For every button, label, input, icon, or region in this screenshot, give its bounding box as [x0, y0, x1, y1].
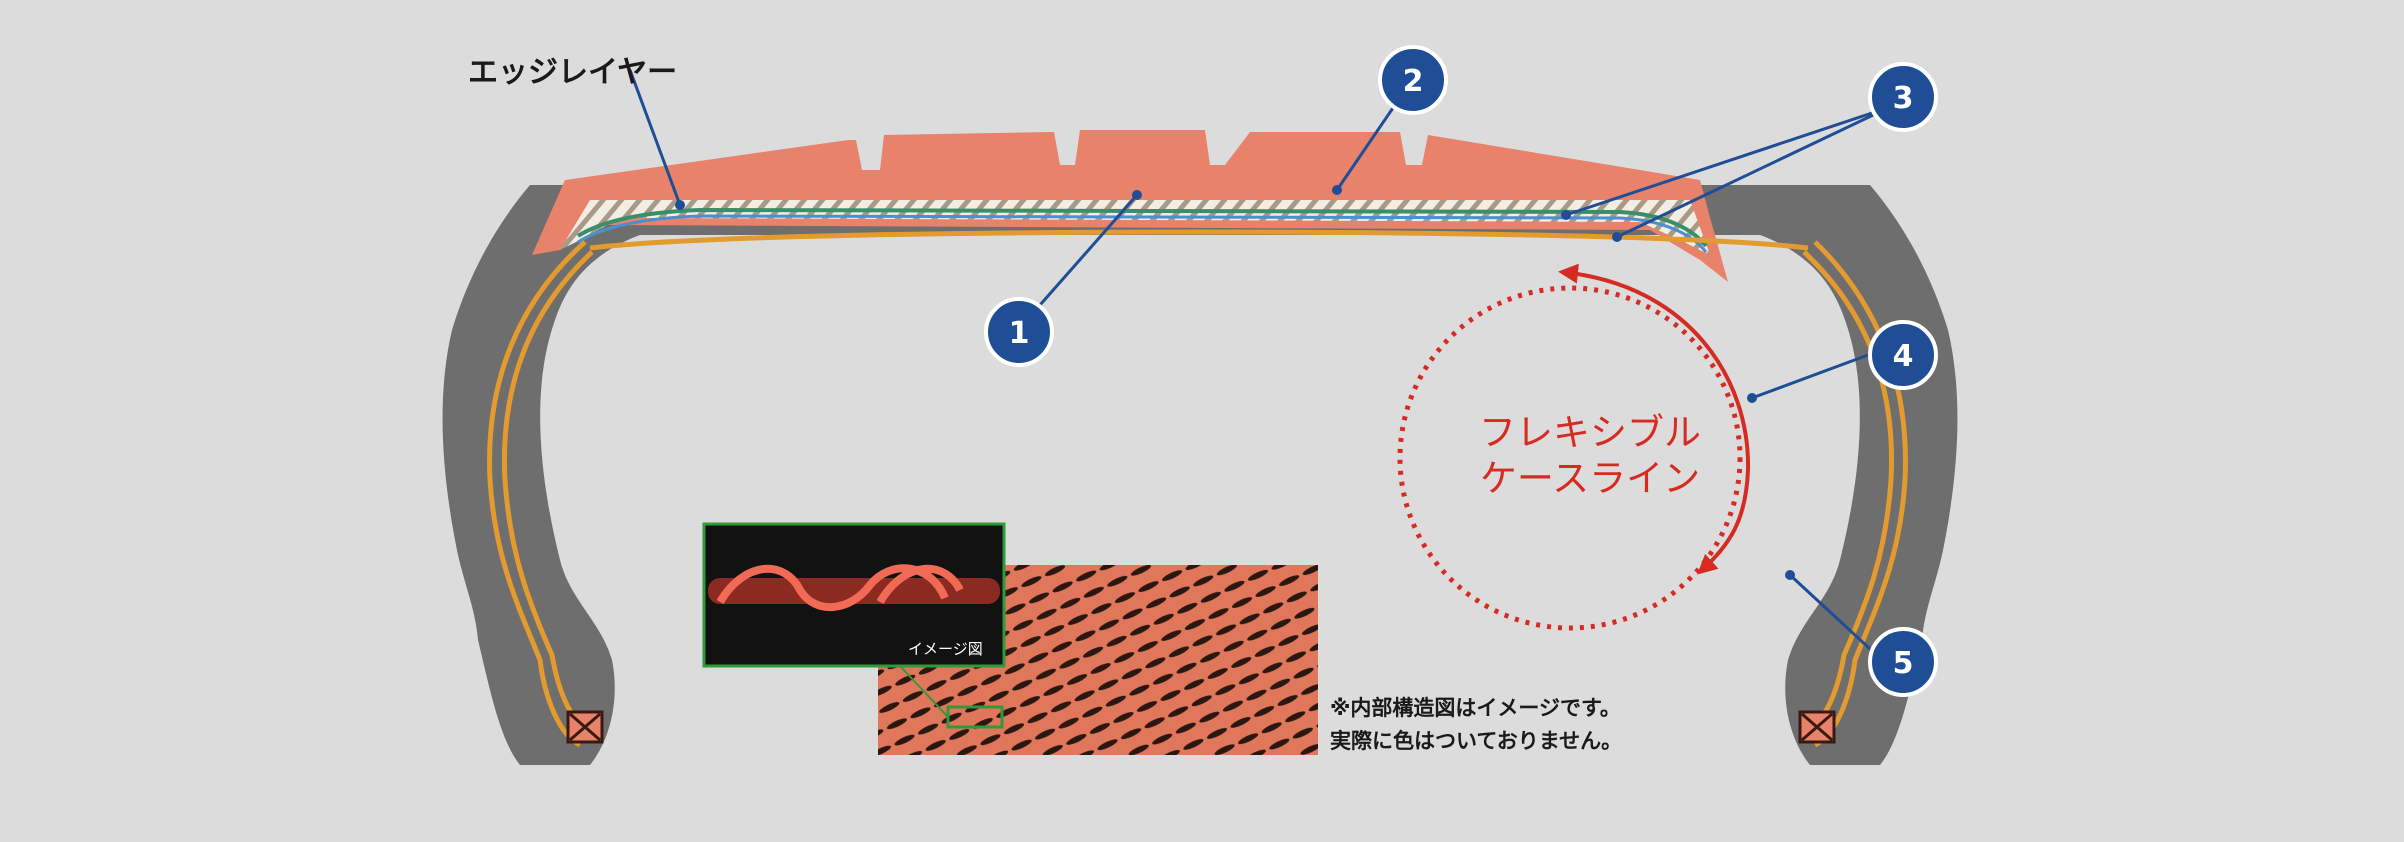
cap-ply: [576, 207, 1708, 248]
marker-1: 1: [984, 297, 1054, 367]
leader-1: [1023, 194, 1139, 323]
note-line-1: ※内部構造図はイメージです。: [1330, 696, 1621, 720]
disclaimer-note: ※内部構造図はイメージです。 実際に色はついておりません。: [1330, 692, 1622, 757]
marker-3: 3: [1868, 62, 1938, 132]
marker-4: 4: [1868, 320, 1938, 390]
leader-3a: [1565, 105, 1891, 217]
flex-case-line-label: フレキシブル ケースライン: [1440, 410, 1740, 503]
leader-edge-layer: [628, 69, 682, 206]
marker-5: 5: [1868, 627, 1938, 697]
svg-text:5: 5: [1893, 646, 1914, 681]
svg-text:1: 1: [1009, 316, 1030, 351]
flex-case-circle: [1397, 285, 1743, 631]
edge-layer-label: エッジレイヤー: [468, 55, 678, 90]
note-line-2: 実際に色はついておりません。: [1330, 728, 1623, 753]
marker-2: 2: [1378, 45, 1448, 115]
flex-label-line-2: ケースライン: [1479, 457, 1701, 501]
bead-core-right: [1798, 710, 1836, 744]
flex-label-line-1: フレキシブル: [1479, 411, 1701, 454]
carcass-ply: [487, 229, 1908, 748]
flex-case-arrow: [1558, 263, 1751, 575]
bead-core-left: [566, 710, 604, 744]
svg-text:2: 2: [1403, 64, 1424, 99]
steel-belt: [560, 200, 1710, 255]
twisted-cord: [708, 564, 1000, 611]
leader-4: [1751, 353, 1869, 400]
leader-3b: [1616, 105, 1891, 239]
inset-caption: イメージ図: [908, 640, 983, 658]
sidewall: [442, 185, 1958, 765]
svg-text:3: 3: [1893, 81, 1914, 116]
svg-text:4: 4: [1893, 339, 1914, 374]
leader-5: [1788, 573, 1884, 662]
